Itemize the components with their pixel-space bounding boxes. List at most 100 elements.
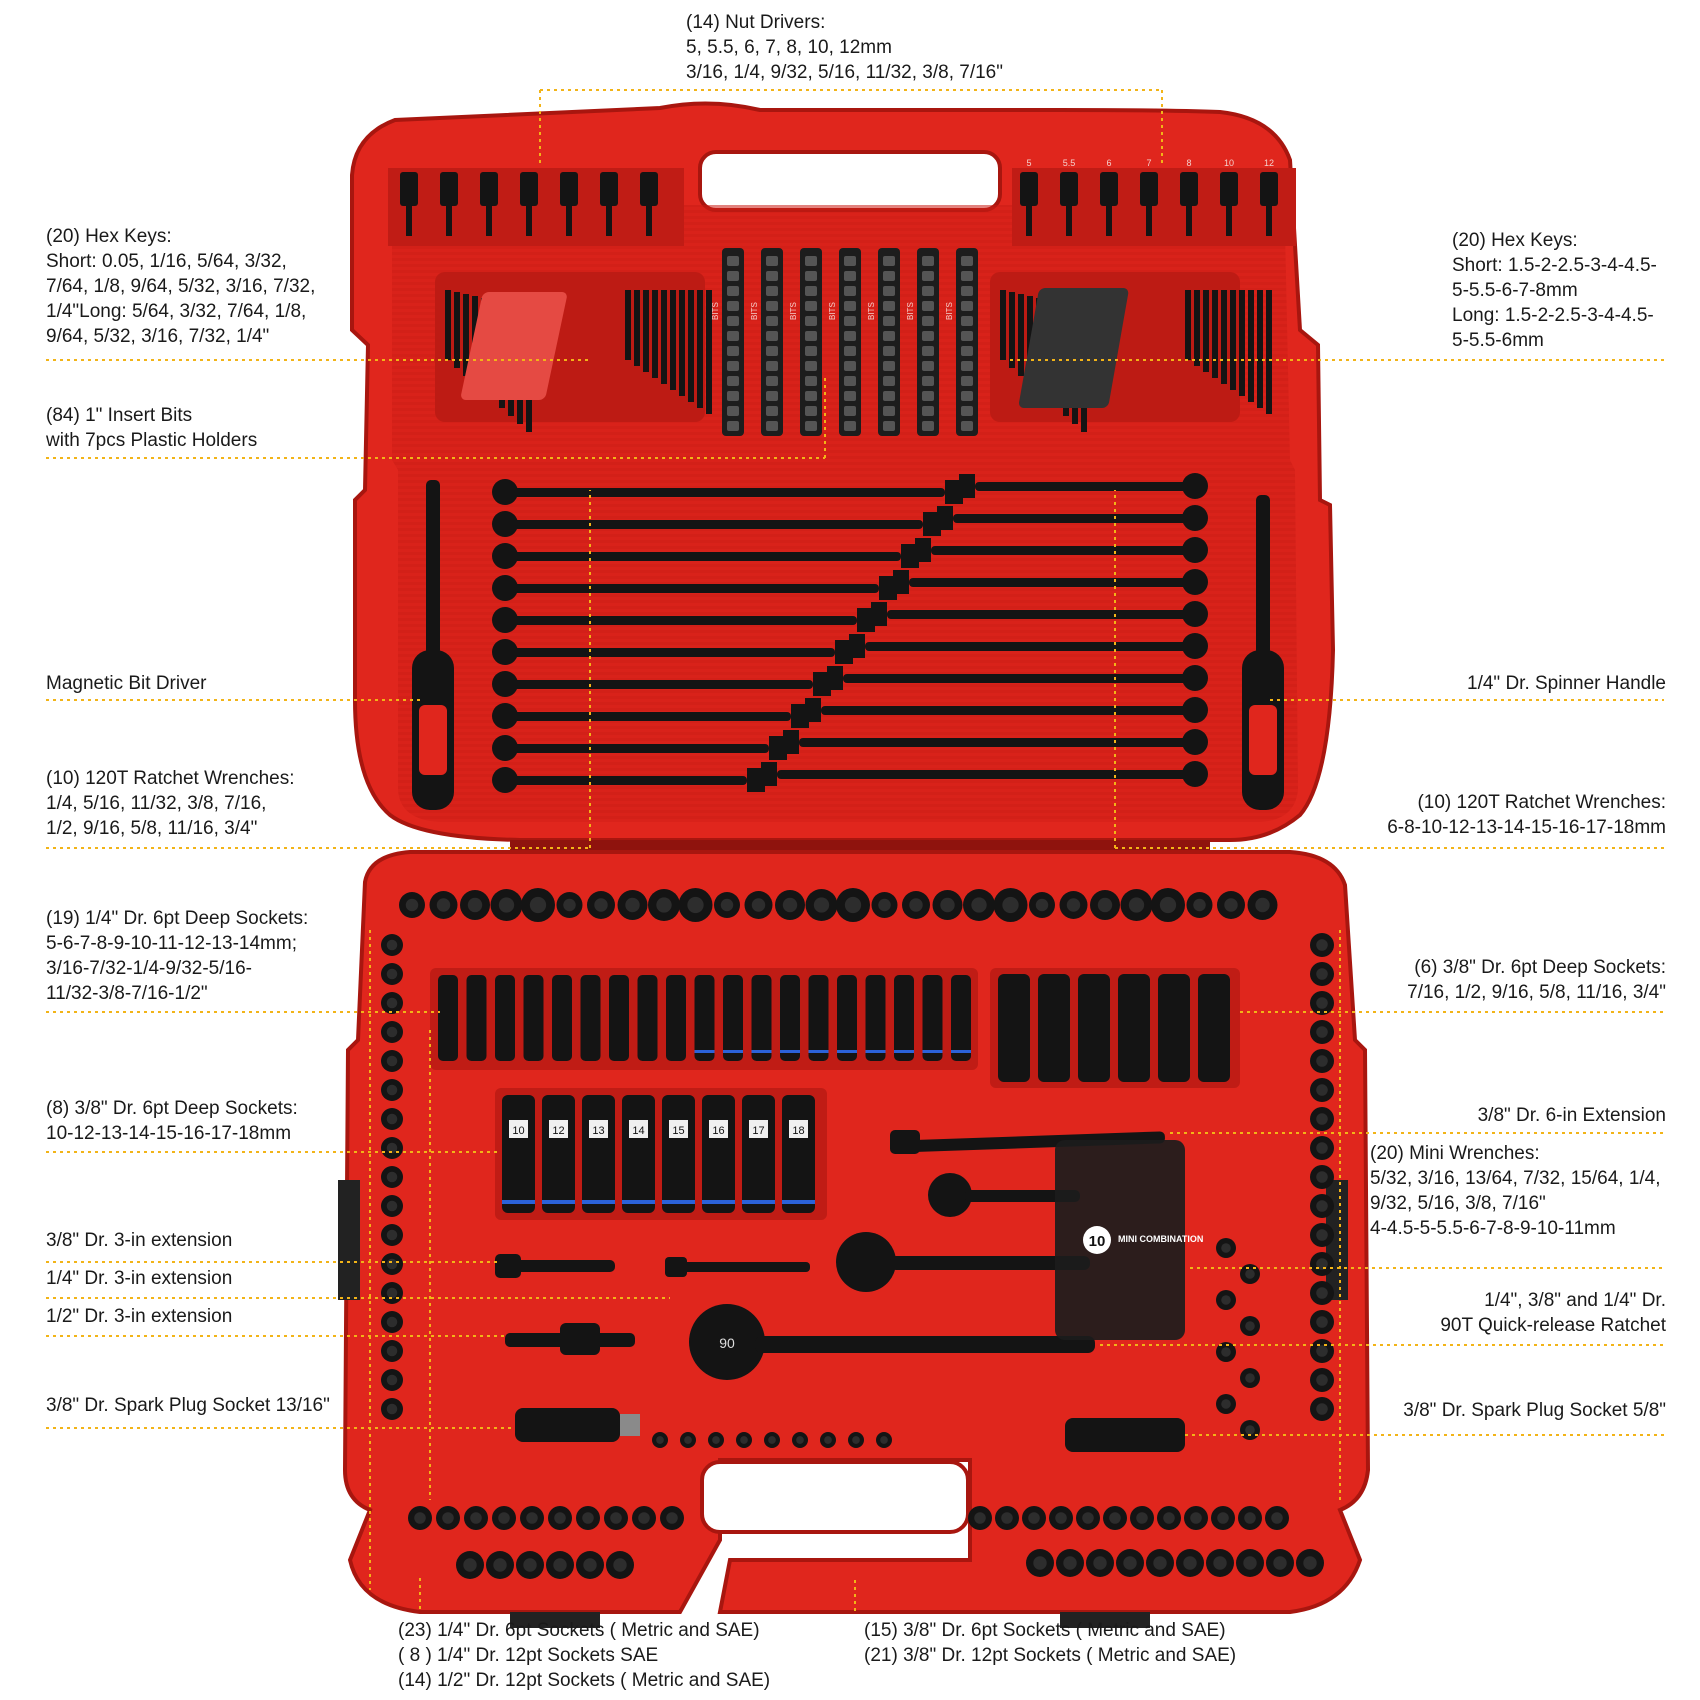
insert-bit [805, 331, 817, 341]
deep-socket-38-sae [998, 974, 1030, 1082]
perimeter-sockets [381, 888, 1334, 1579]
insert-bit [805, 406, 817, 416]
wrench-ring-end [1182, 633, 1208, 659]
hex-keys-metric-line2: 5-5.5-6-7-8mm [1452, 280, 1578, 301]
insert-bit [805, 361, 817, 371]
size-mark: 18 [792, 1125, 804, 1137]
insert-bit [922, 301, 934, 311]
socket-bore [554, 1512, 566, 1524]
hex-key [652, 290, 658, 378]
metric-band [782, 1200, 815, 1204]
insert-bit [766, 256, 778, 266]
nut-driver [440, 172, 458, 206]
extension-14-3in [665, 1257, 810, 1277]
hex-keys-metric-title: (20) Hex Keys: [1452, 230, 1578, 251]
insert-bit [766, 421, 778, 431]
socket-bore [405, 898, 419, 912]
wrench-open-end [879, 576, 897, 600]
socket-bore [656, 897, 672, 913]
quarter-deep-socket [780, 975, 800, 1061]
insert-bit [727, 271, 739, 281]
quarter-deep-socket-rack [430, 968, 978, 1070]
socket-bore [1055, 1512, 1067, 1524]
insert-bit [844, 316, 856, 326]
socket-bore [1316, 1055, 1328, 1067]
socket-bore [1316, 1403, 1328, 1415]
socket-bore [386, 1026, 398, 1038]
wrench-ring-end [492, 735, 518, 761]
metric-band [622, 1200, 655, 1204]
size-tag [669, 1120, 688, 1138]
metric-band [582, 1200, 615, 1204]
nut-driver-shaft [406, 204, 412, 236]
socket-bore [386, 1345, 398, 1357]
ratchet-quarter [928, 1173, 1080, 1217]
insert-bit [844, 376, 856, 386]
label-spinner-handle: 1/4" Dr. Spinner Handle [1467, 671, 1666, 696]
sockets-br-line2: (21) 3/8" Dr. 12pt Sockets ( Metric and … [864, 1645, 1237, 1666]
quarter-deep-socket [694, 975, 715, 1061]
label-ratchet-wrenches-sae: (10) 120T Ratchet Wrenches: 1/4, 5/16, 1… [46, 766, 295, 841]
socket-bore [712, 1436, 720, 1444]
quarter-deep-socket [894, 975, 914, 1061]
insert-bit [844, 331, 856, 341]
wrench-ring-end [1182, 697, 1208, 723]
wrench-body [505, 744, 769, 753]
wrench-body [909, 578, 1195, 587]
socket-bore [625, 897, 640, 913]
spark-plug-1316-title: 3/8" Dr. Spark Plug Socket 13/16" [46, 1395, 330, 1416]
spark-plug-socket-1316 [515, 1408, 640, 1442]
socket-bore [1316, 1084, 1328, 1096]
nut-driver [1180, 172, 1198, 206]
ratchet-wrenches-sae-line1: 1/4, 5/16, 11/32, 3/8, 7/16, [46, 793, 267, 814]
insert-bit [961, 391, 973, 401]
hex-key [445, 290, 451, 360]
insert-bit [805, 376, 817, 386]
nut-driver-size-mark: 10 [1224, 158, 1234, 168]
insert-bit [844, 301, 856, 311]
deep-socket-38-metric [702, 1095, 735, 1213]
socket-bore [1097, 897, 1113, 913]
spinner-handle-title: 1/4" Dr. Spinner Handle [1467, 673, 1666, 694]
hex-key [1203, 290, 1209, 372]
socket-bore [1221, 1399, 1231, 1409]
wrench-ring-end [1182, 569, 1208, 595]
wrench-open-end [805, 698, 821, 722]
socket-bore [1316, 939, 1328, 951]
wrench-open-end [857, 608, 875, 632]
wrench-body [505, 712, 791, 721]
quarter-deep-socket [495, 975, 515, 1061]
socket-bore [813, 897, 830, 913]
nut-drivers-title: (14) Nut Drivers: [686, 12, 826, 33]
extension-6in-title: 3/8" Dr. 6-in Extension [1477, 1105, 1666, 1126]
insert-bit [805, 256, 817, 266]
metric-band [502, 1200, 535, 1204]
wrench-body [505, 488, 945, 497]
ratchet-wrenches-metric [761, 473, 1208, 787]
quarter-deep-socket [865, 975, 886, 1061]
spinner-handle [1242, 495, 1284, 810]
socket-bore [796, 1436, 804, 1444]
nut-driver-shaft [486, 204, 492, 236]
insert-bit [922, 316, 934, 326]
insert-bit [844, 286, 856, 296]
bit-driver-title: Magnetic Bit Driver [46, 673, 207, 694]
socket-bore [613, 1558, 627, 1572]
hex-key [661, 290, 667, 384]
size-mark: 17 [752, 1125, 764, 1137]
nut-driver [400, 172, 418, 206]
quarter-deep-socket [580, 975, 601, 1061]
deep-sockets-38-sae-rack [990, 968, 1240, 1088]
ext-14-3in-title: 1/4" Dr. 3-in extension [46, 1268, 233, 1289]
label-deep-sockets-38-sae: (6) 3/8" Dr. 6pt Deep Sockets: 7/16, 1/2… [1407, 955, 1666, 1005]
metric-band [780, 1050, 800, 1053]
wrench-open-end [747, 768, 765, 792]
spark-plug-58-title: 3/8" Dr. Spark Plug Socket 5/8" [1403, 1400, 1666, 1421]
nut-driver-shaft [1186, 204, 1192, 236]
quarter-deep-metric: 5-6-7-8-9-10-11-12-13-14mm; [46, 933, 297, 954]
socket-bore [498, 1512, 510, 1524]
insert-bit [805, 346, 817, 356]
nut-driver [1100, 172, 1118, 206]
socket-bore [1066, 898, 1081, 912]
